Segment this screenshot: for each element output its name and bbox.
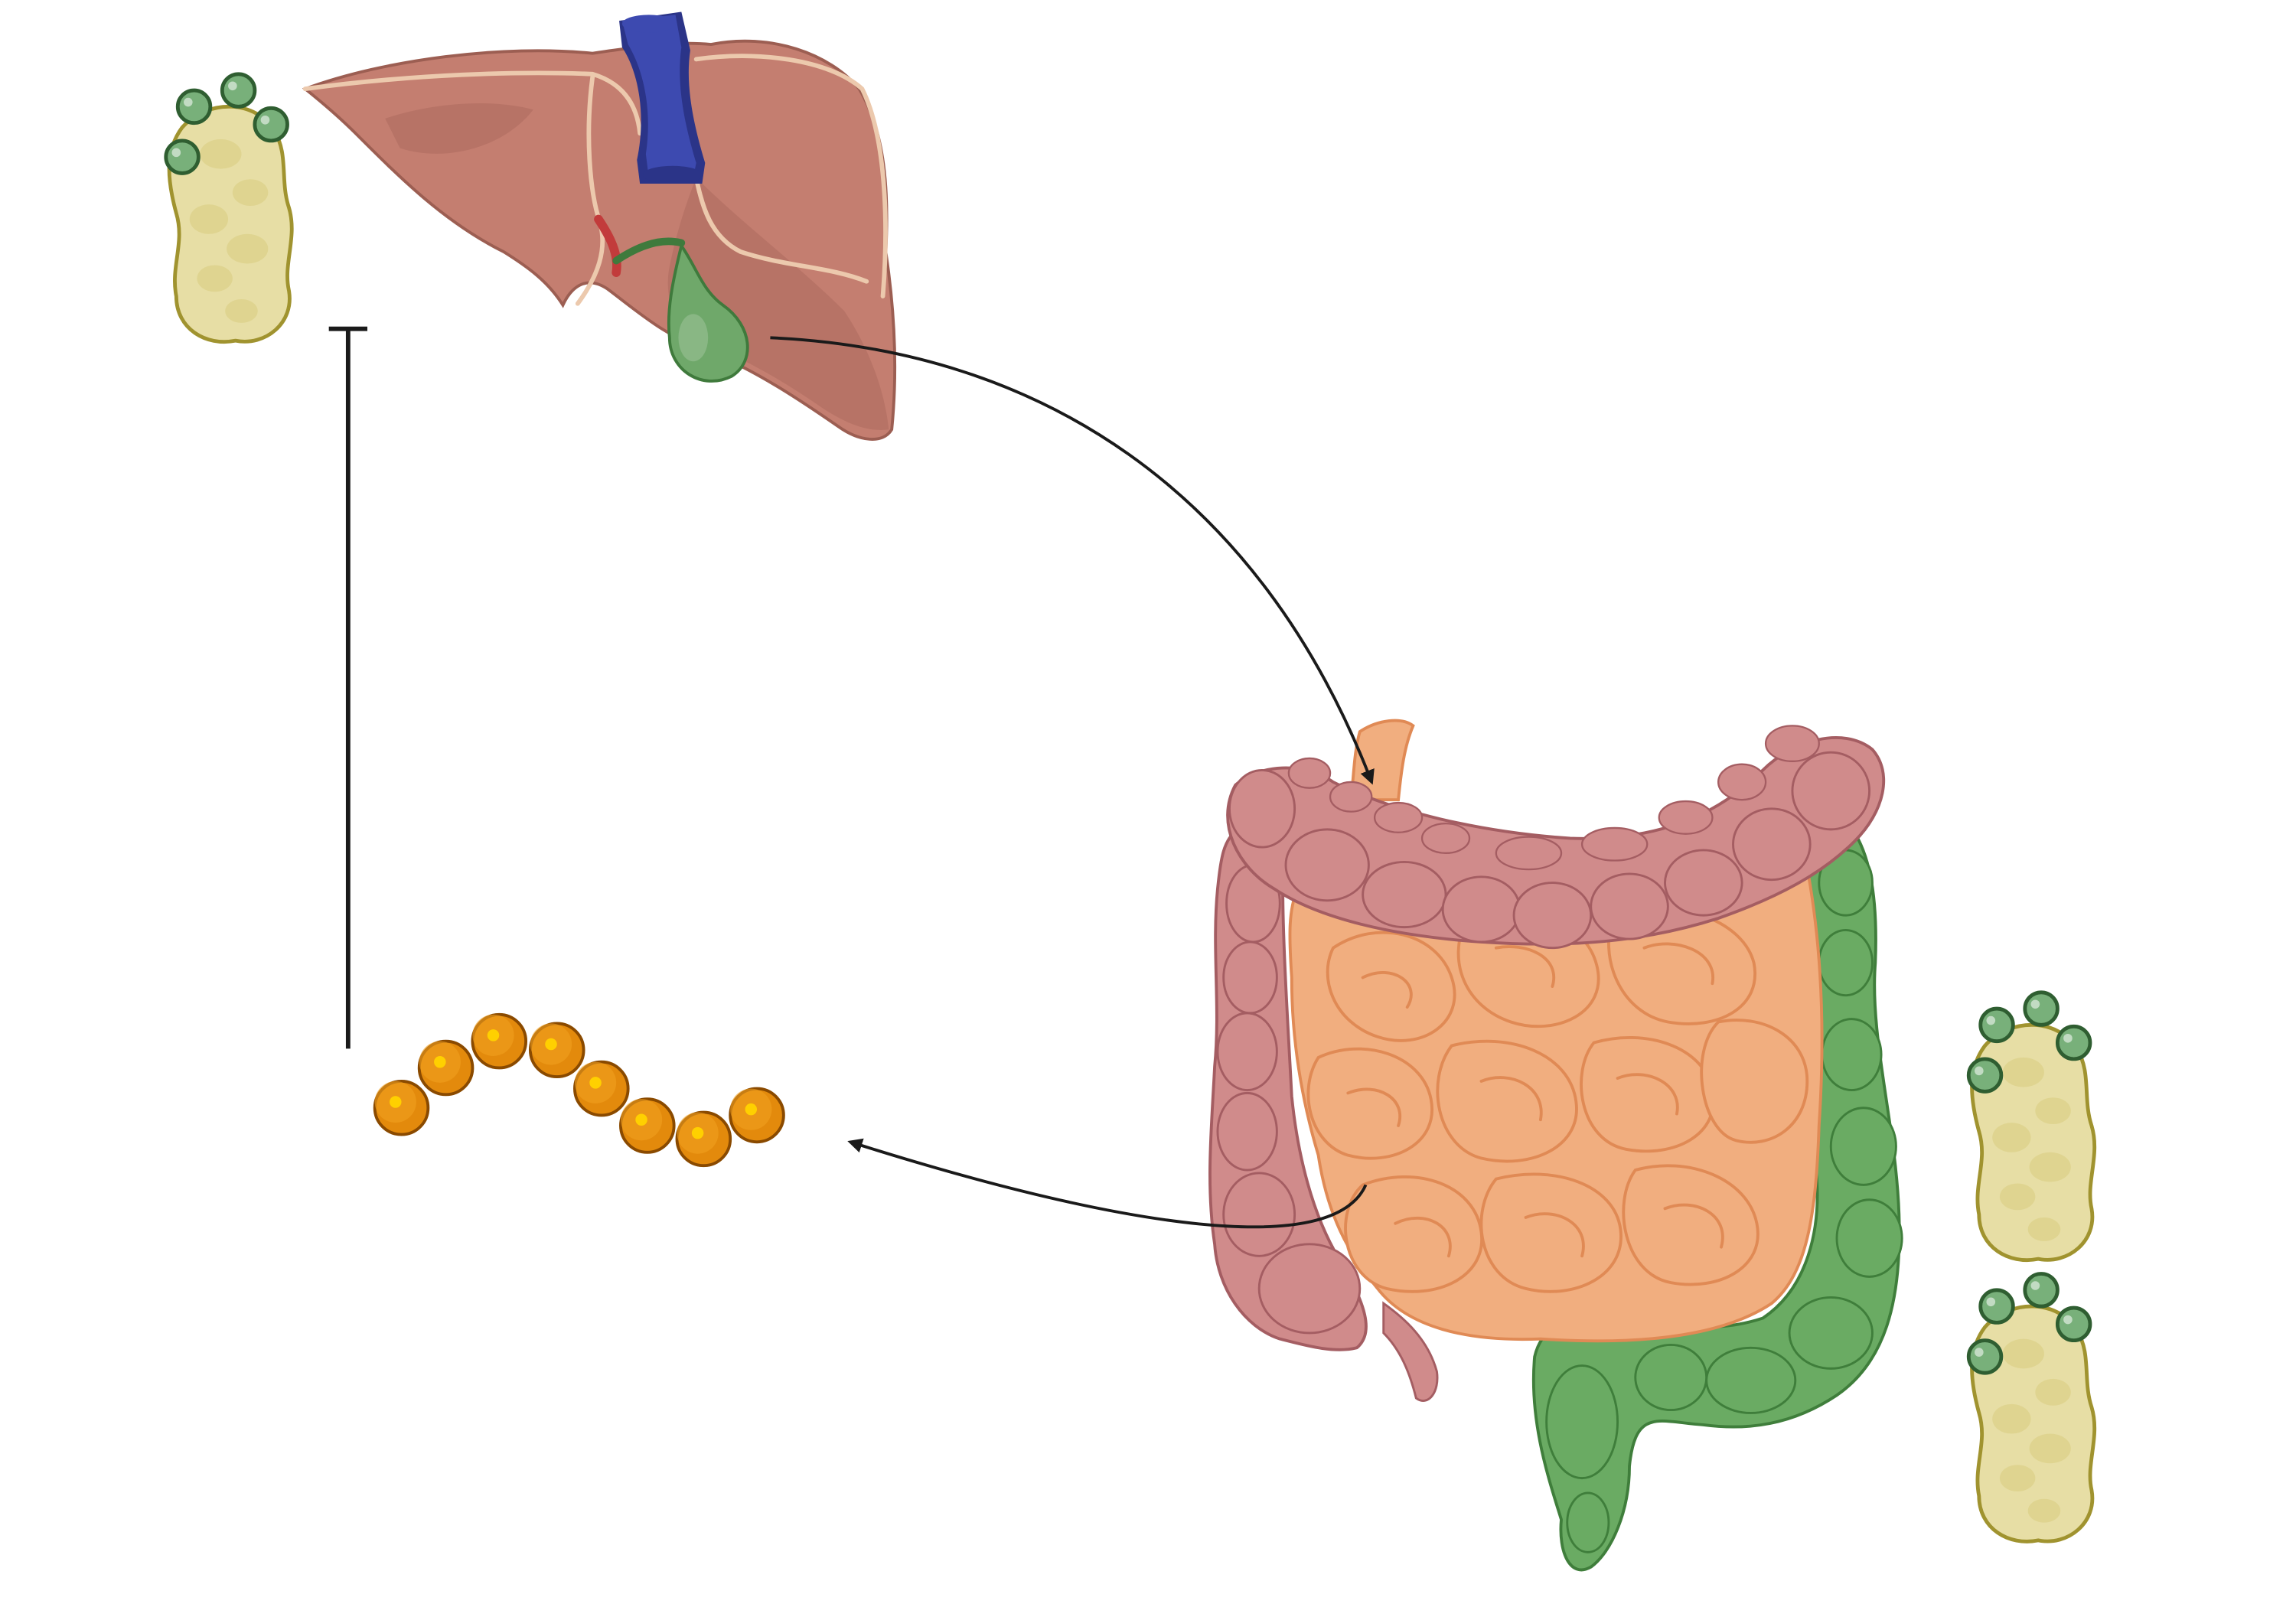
coccus	[528, 1022, 585, 1079]
inhibition-bar-bacteria-to-adipocyte	[328, 326, 367, 1049]
coccus	[373, 1079, 430, 1136]
adipocyte-cluster-icon-right-upper	[1968, 993, 2094, 1260]
coccus	[619, 1097, 676, 1154]
coccus	[471, 1012, 528, 1070]
arrow-intestine-to-bacteria	[847, 1138, 1368, 1229]
coccus	[417, 1039, 475, 1097]
adipocyte-cluster-icon-right-lower	[1968, 1274, 2094, 1542]
intestine-icon	[1208, 719, 1903, 1572]
transverse-colon	[1226, 725, 1886, 950]
ascending-colon	[1208, 827, 1439, 1402]
vena-cava-icon	[619, 11, 706, 184]
coccus	[729, 1087, 785, 1144]
gallbladder-icon	[667, 242, 749, 383]
arrow-gallbladder-to-intestine	[770, 336, 1375, 785]
coccus	[573, 1060, 630, 1117]
coccus	[675, 1110, 732, 1168]
liver-icon	[302, 11, 897, 441]
bacteria-chain-icon	[373, 1012, 785, 1168]
adipocyte-cluster-icon-top-left	[166, 74, 292, 342]
